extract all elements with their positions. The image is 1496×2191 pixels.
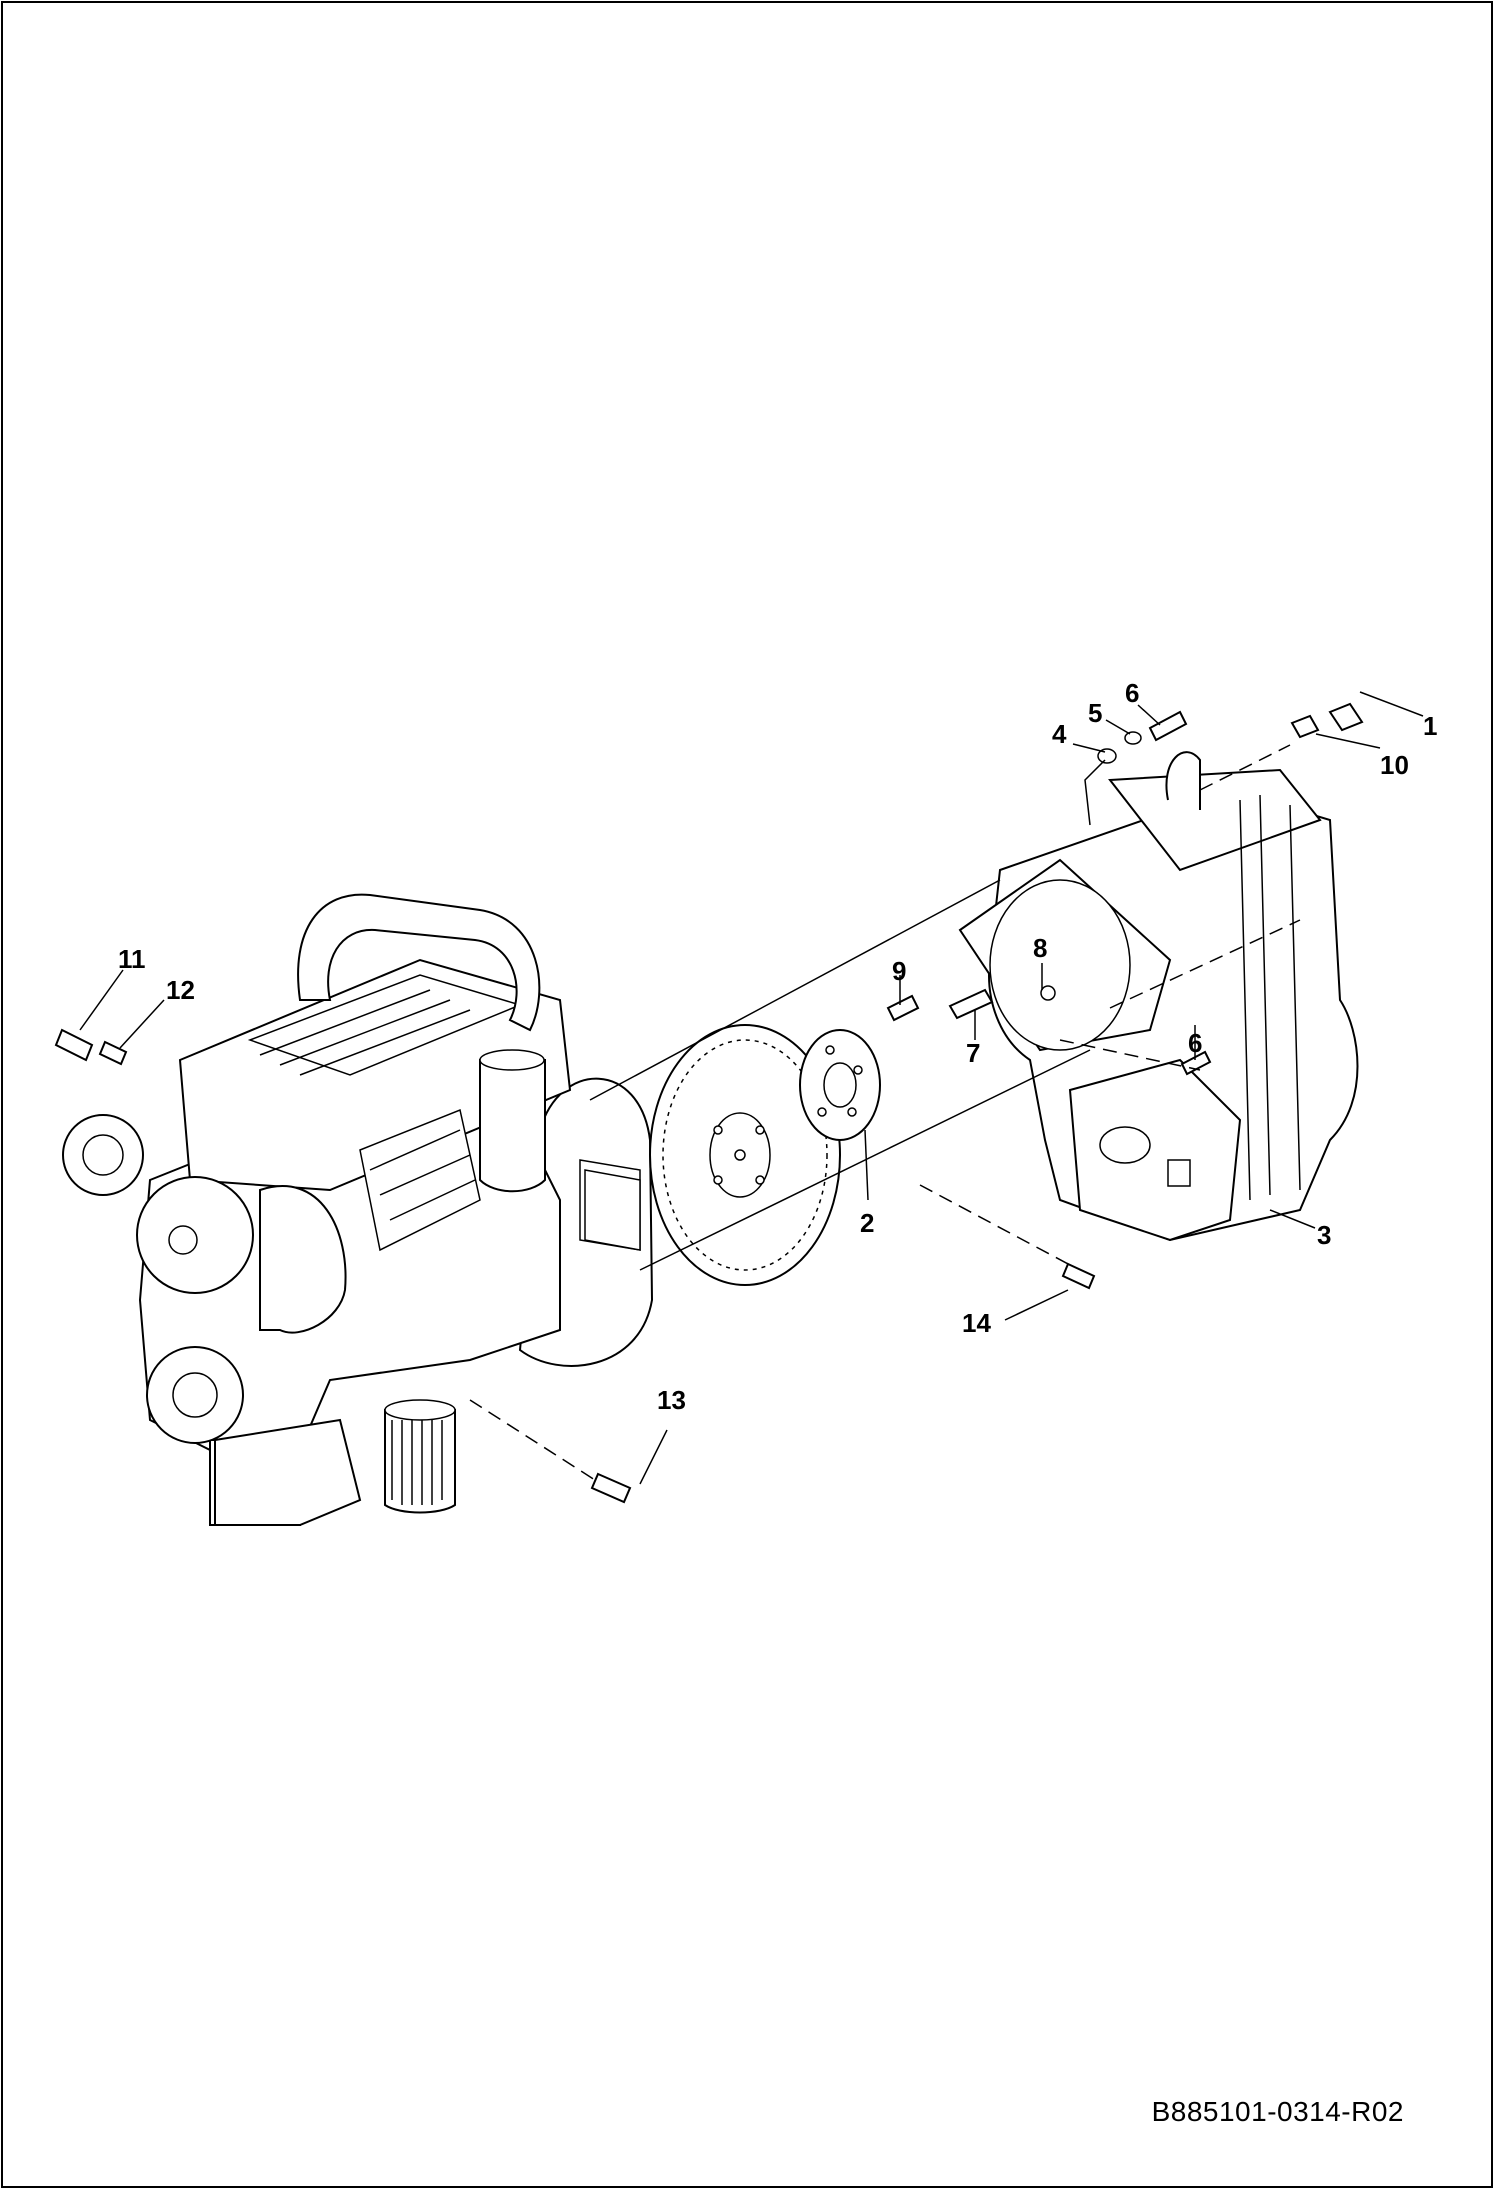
- engine-assembly: [62, 893, 654, 1527]
- small-parts: [54, 702, 1364, 1504]
- callout-2: 2: [860, 1208, 875, 1238]
- document-id: B885101-0314-R02: [1151, 2096, 1404, 2127]
- callout-1: 1: [1423, 711, 1438, 741]
- callout-14: 14: [962, 1308, 991, 1338]
- flex-plate: [799, 1029, 881, 1141]
- leader-lines: [79, 691, 1424, 1485]
- callout-6-right: 6: [1188, 1028, 1203, 1058]
- callout-6-top: 6: [1125, 678, 1140, 708]
- callout-8: 8: [1033, 933, 1048, 963]
- callout-13: 13: [657, 1385, 686, 1415]
- flywheel-assembly: [649, 1024, 841, 1286]
- callout-7: 7: [966, 1038, 981, 1068]
- callout-4: 4: [1052, 719, 1067, 749]
- assembly-lines: [469, 744, 1301, 1481]
- callout-10: 10: [1380, 750, 1409, 780]
- callout-11: 11: [118, 944, 146, 974]
- callout-12: 12: [166, 975, 195, 1005]
- callout-5: 5: [1088, 698, 1103, 728]
- callout-3: 3: [1317, 1220, 1332, 1250]
- transmission-assembly: [958, 751, 1359, 1242]
- callout-9: 9: [892, 956, 907, 986]
